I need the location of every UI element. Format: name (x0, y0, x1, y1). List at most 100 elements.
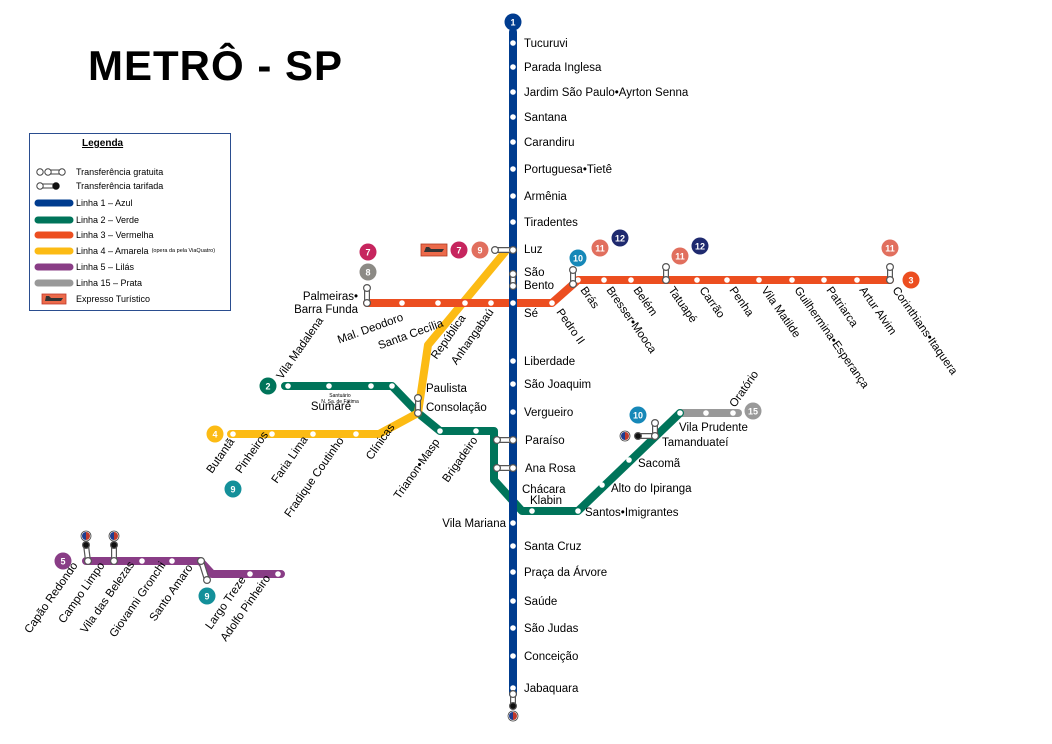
legend-swatch (36, 182, 60, 190)
transfer-jabaquara-end (509, 689, 518, 698)
station-label-l1: Jardim São Paulo•Ayrton Senna (524, 87, 689, 99)
legend-item-0: Transferência gratuita (34, 165, 163, 179)
station-label-l1: Liberdade (524, 356, 575, 368)
line-9-badge (471, 241, 489, 259)
line-badge-number: 7 (456, 246, 461, 256)
station-label-l1: Conceição (524, 651, 578, 663)
station-dot-l5 (169, 558, 175, 564)
station-label-l4: Pinheiros (234, 429, 271, 475)
station-dot-l5 (111, 558, 117, 564)
station-label-l2: Vila Madalena (275, 315, 327, 382)
station-label-l1: Saúde (524, 596, 557, 608)
station-label-l1: Paraíso (525, 435, 565, 447)
station-label-l1: Vila Mariana (442, 518, 506, 530)
station-dot-l4 (269, 431, 275, 437)
legend-label: Linha 3 – Vermelha (76, 230, 154, 240)
line-badge-number: 11 (675, 252, 685, 262)
station-label-l1: Jabaquara (524, 683, 579, 695)
line-2-badge (259, 377, 277, 395)
legend-swatch (36, 168, 66, 176)
station-dot-l2 (575, 508, 581, 514)
line-badge-number: 9 (204, 592, 209, 602)
station-dot-l4 (230, 431, 236, 437)
station-label-l1: Vergueiro (524, 407, 573, 419)
line-15-badge (744, 402, 762, 420)
station-dot-l1 (510, 409, 516, 415)
station-dot-l1 (510, 598, 516, 604)
tourist-train-shape (424, 247, 444, 252)
line-12-badge (611, 229, 629, 247)
transfer-barra-funda-end (363, 284, 372, 293)
station-dot-l2 (389, 383, 395, 389)
station-label-l3: Bresser•Mooca (604, 285, 659, 356)
station-dot-l1 (510, 273, 516, 279)
line-badge-number: 5 (60, 557, 65, 567)
line-badge-number: 11 (595, 244, 605, 254)
station-dot-l2 (626, 457, 632, 463)
station-dot-l4 (353, 431, 359, 437)
cptm-icon (108, 530, 120, 542)
station-label-l2: Consolação (426, 402, 487, 414)
station-label-l3: Palmeiras• (303, 291, 358, 303)
station-dot-l1 (510, 64, 516, 70)
legend-item-4: Linha 3 – Vermelha (34, 228, 154, 242)
station-dot-l1 (510, 193, 516, 199)
legend-item-1: Transferência tarifada (34, 179, 163, 193)
station-label-l1: Ana Rosa (525, 463, 576, 475)
line-3-badge (902, 271, 920, 289)
line-11-badge (591, 239, 609, 257)
line-badge-number: 9 (230, 485, 235, 495)
station-dot-l3 (854, 277, 860, 283)
legend-swatch (34, 263, 74, 271)
line-9-badge (198, 587, 216, 605)
station-dot-l1 (510, 358, 516, 364)
station-label-l2: Sumaré (311, 401, 351, 413)
station-dot-l1 (510, 437, 516, 443)
station-label-l3: Carrão (697, 285, 727, 321)
station-label-l1: São Joaquim (524, 379, 591, 391)
legend-label: Linha 2 – Verde (76, 215, 140, 225)
station-label-l3: Pedro II (554, 307, 587, 347)
station-label-l1: São Judas (524, 623, 579, 635)
station-label-l5: Giovanni Gronchi (108, 560, 169, 640)
station-label-l2: Trianon•Masp (392, 437, 442, 502)
legend-swatch (34, 247, 74, 255)
legend-item-5: Linha 4 – Amarela(opera da pela ViaQuatr… (34, 244, 215, 258)
station-label-l3: Barra Funda (294, 304, 359, 316)
station-dot-l4 (310, 431, 316, 437)
station-label-l1: Praça da Árvore (524, 566, 607, 579)
station-label-l4: Fradique Coutinho (283, 435, 347, 519)
legend-swatch (34, 231, 74, 239)
line-badge-number: 3 (908, 276, 913, 286)
line-8-badge (359, 263, 377, 281)
station-label-l5: Capão Redondo (23, 560, 81, 635)
station-dot-l3 (887, 277, 893, 283)
station-label-l1: Tiradentes (524, 217, 578, 229)
line-badge-number: 2 (265, 382, 270, 392)
transfer-tamanduatei-2-end (650, 419, 659, 428)
line-10-badge (569, 249, 587, 267)
station-dot-l1 (510, 139, 516, 145)
transfer-tamanduatei-end (633, 432, 642, 441)
line-1-badge (504, 13, 522, 31)
station-dot-l2 (473, 428, 479, 434)
station-label-l1: São (524, 267, 544, 279)
station-label-l3: República (429, 312, 469, 361)
legend-item-2: Linha 1 – Azul (34, 196, 133, 210)
line-2-path (281, 382, 684, 515)
transfer-tatuape-end (661, 276, 670, 285)
transfer-campo-limpo-end (109, 540, 118, 549)
station-label-l3: Guilhermina•Esperança (792, 285, 872, 391)
station-dot-l2 (529, 508, 535, 514)
line-badge-number: 10 (633, 411, 643, 421)
transfer-capao (83, 542, 91, 564)
station-dot-l1 (510, 40, 516, 46)
line-badge-number: 10 (573, 254, 583, 264)
station-label-l2: Vila Prudente (679, 422, 748, 434)
transfer-ana-rosa-end (509, 464, 518, 473)
station-dot-l5 (139, 558, 145, 564)
station-label-l2: Brigadeiro (441, 435, 481, 485)
station-label-l3: Vila Matilde (759, 285, 803, 340)
legend-swatch (34, 279, 74, 287)
